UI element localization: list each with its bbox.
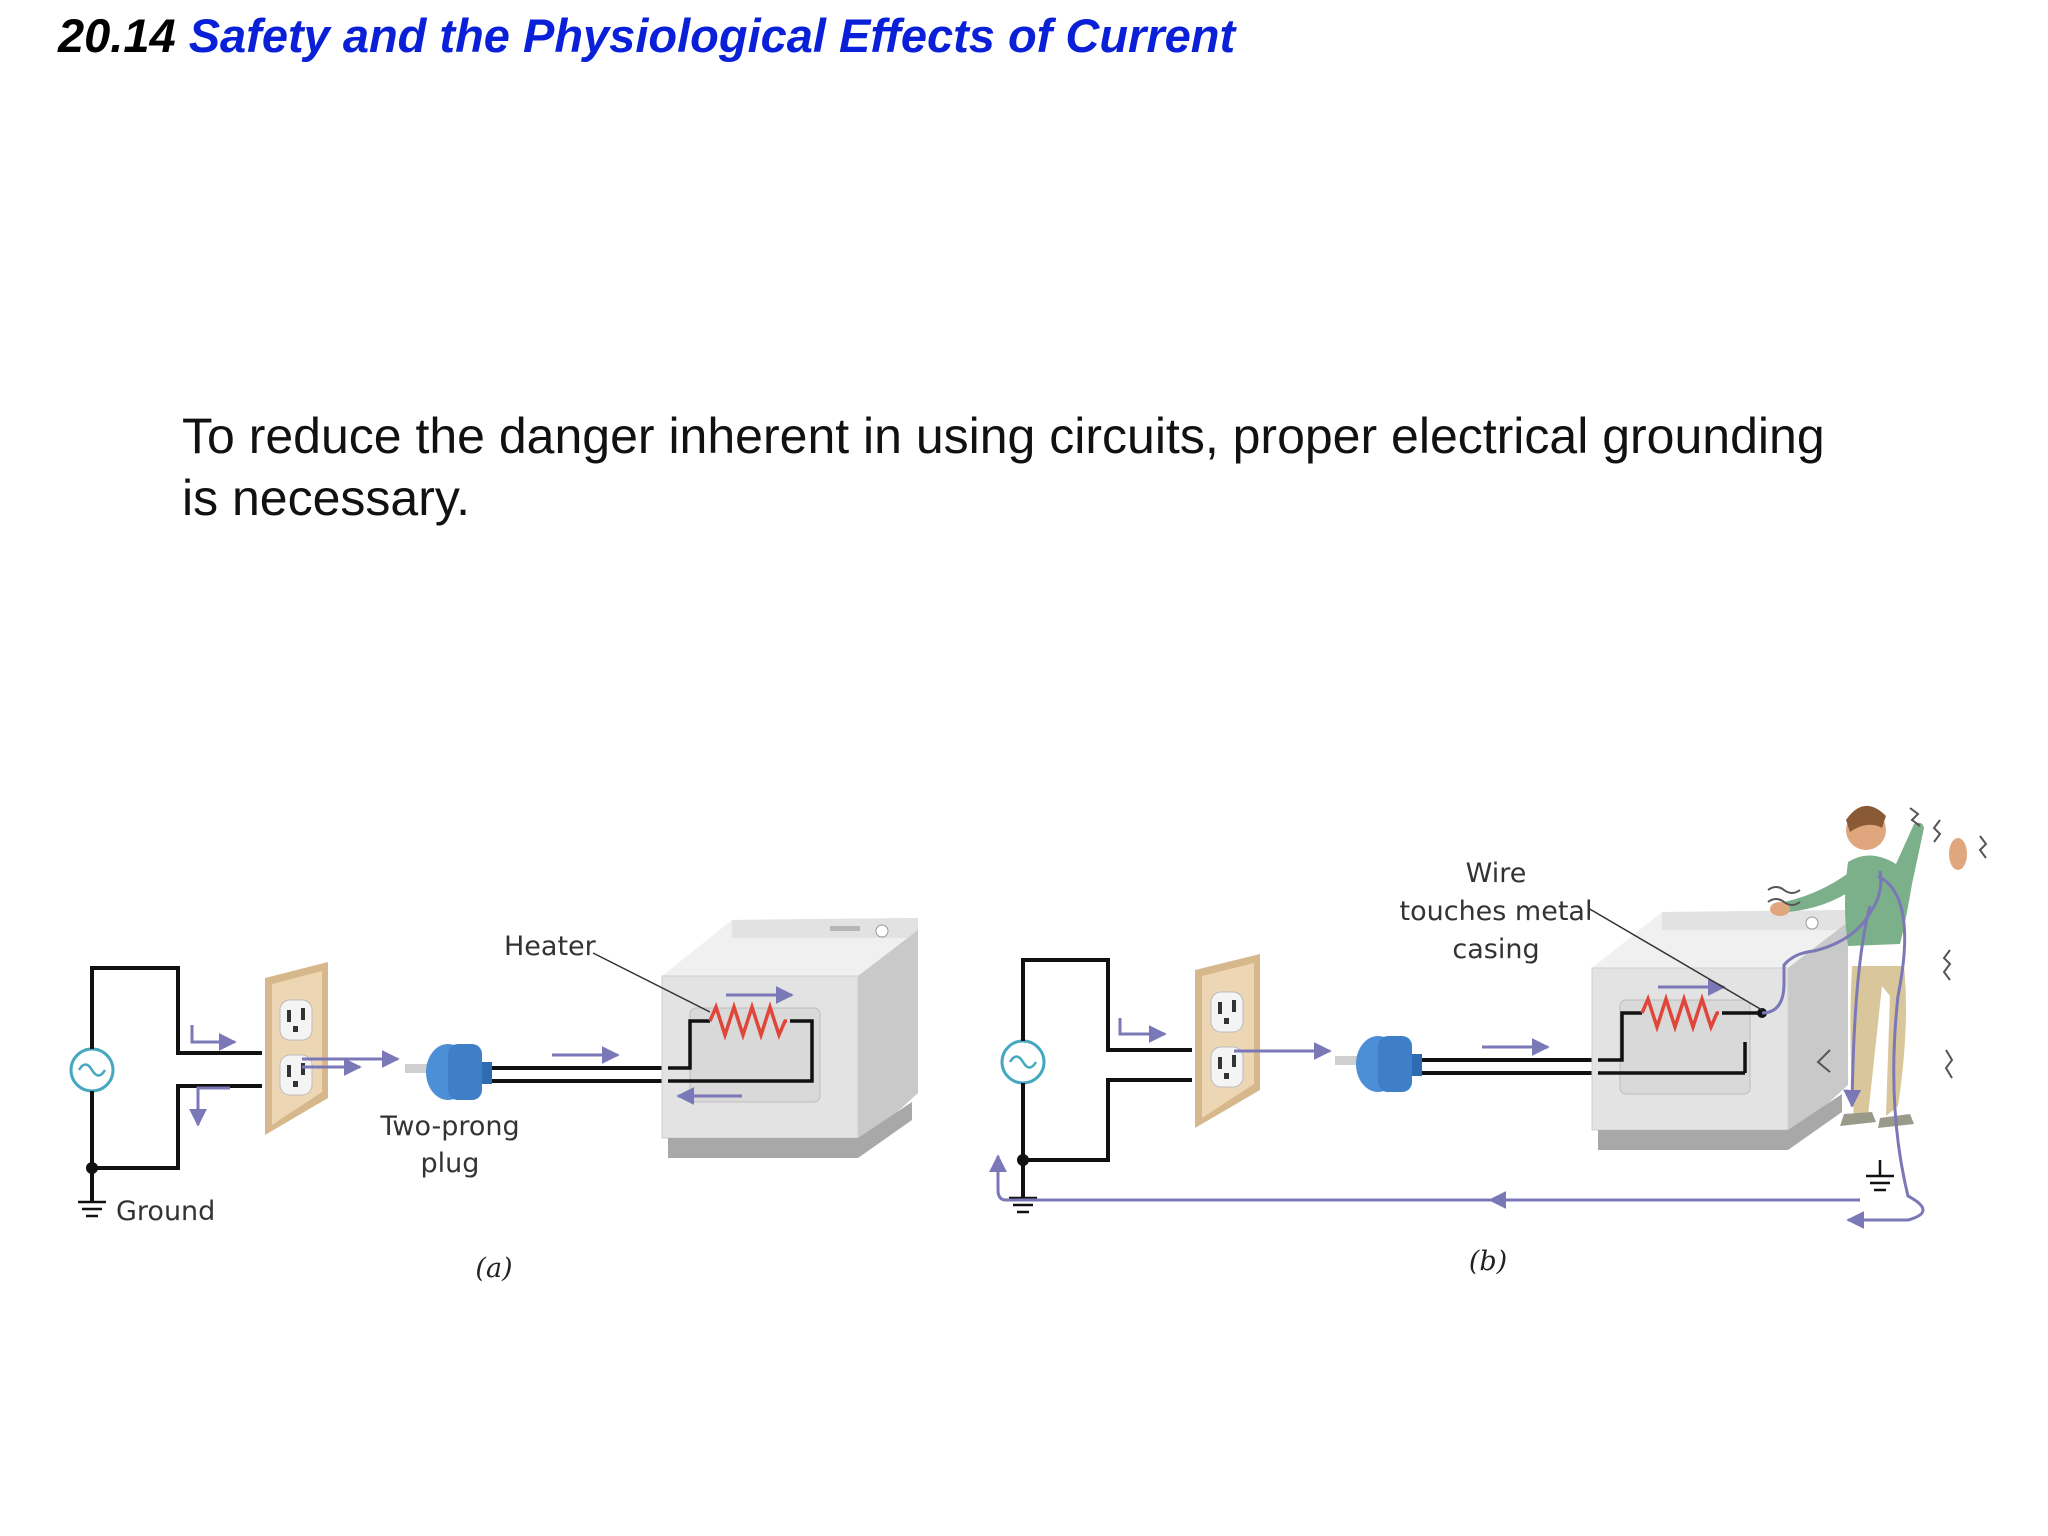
shock-lines-icon — [1767, 807, 1988, 1079]
current-arrows-heater-a — [676, 986, 794, 1105]
wall-outlet-b — [1195, 954, 1260, 1128]
wire-label-line3: casing — [1452, 934, 1539, 965]
current-arrows-source-a — [189, 1025, 237, 1127]
body-line-1: To reduce the danger inherent in using c… — [182, 408, 1825, 464]
current-path-through-body — [989, 870, 1925, 1229]
resistor-icon — [708, 1001, 787, 1041]
body-line-2: is necessary. — [182, 470, 471, 526]
caption-b: (b) — [1469, 1246, 1507, 1277]
internal-circuit-b — [1598, 1011, 1760, 1075]
plug-label-line2: plug — [421, 1148, 480, 1179]
section-number: 20.14 — [58, 9, 176, 62]
ground-icon-b — [1009, 1196, 1037, 1214]
ground-label: Ground — [116, 1196, 215, 1227]
circuit-wires-b — [1021, 958, 1192, 1198]
heater-appliance-b — [1591, 910, 1848, 1150]
grounding-figure: Ground — [69, 805, 1988, 1284]
internal-circuit-a — [668, 1019, 814, 1083]
plug-label-line1: Two-prong — [379, 1111, 519, 1142]
circuit-wires-a — [90, 966, 262, 1202]
ac-source-icon-b — [1000, 1039, 1046, 1085]
wire-label-line1: Wire — [1466, 858, 1527, 889]
ground-icon — [78, 1200, 106, 1218]
heater-leader-line — [592, 952, 711, 1013]
power-cord-a — [492, 1066, 668, 1083]
two-prong-plug-b — [1335, 1036, 1422, 1092]
slide-title: 20.14 Safety and the Physiological Effec… — [58, 8, 1235, 63]
current-arrow-source-b — [1118, 1018, 1167, 1043]
heater-label: Heater — [504, 931, 597, 962]
wall-outlet — [265, 962, 328, 1135]
panel-b: Wire touches metal casing — [989, 805, 1988, 1277]
heater-appliance-a — [661, 918, 918, 1158]
wire-leader-line — [1587, 907, 1763, 1011]
ground-icon-person — [1866, 1160, 1894, 1192]
caption-a: (a) — [475, 1253, 512, 1284]
wire-label-line2: touches metal — [1400, 896, 1593, 927]
current-arrows-outlet-a — [302, 1050, 400, 1076]
slide-body-text: To reduce the danger inherent in using c… — [182, 405, 1942, 529]
power-cord-b — [1422, 1058, 1598, 1075]
ac-source-icon — [69, 1047, 115, 1093]
two-prong-plug — [405, 1044, 492, 1100]
resistor-icon-b — [1640, 993, 1719, 1033]
ground-node-b — [1017, 1154, 1029, 1166]
panel-a: Ground — [69, 918, 918, 1284]
ground-node — [86, 1162, 98, 1174]
section-title: Safety and the Physiological Effects of … — [188, 9, 1236, 62]
